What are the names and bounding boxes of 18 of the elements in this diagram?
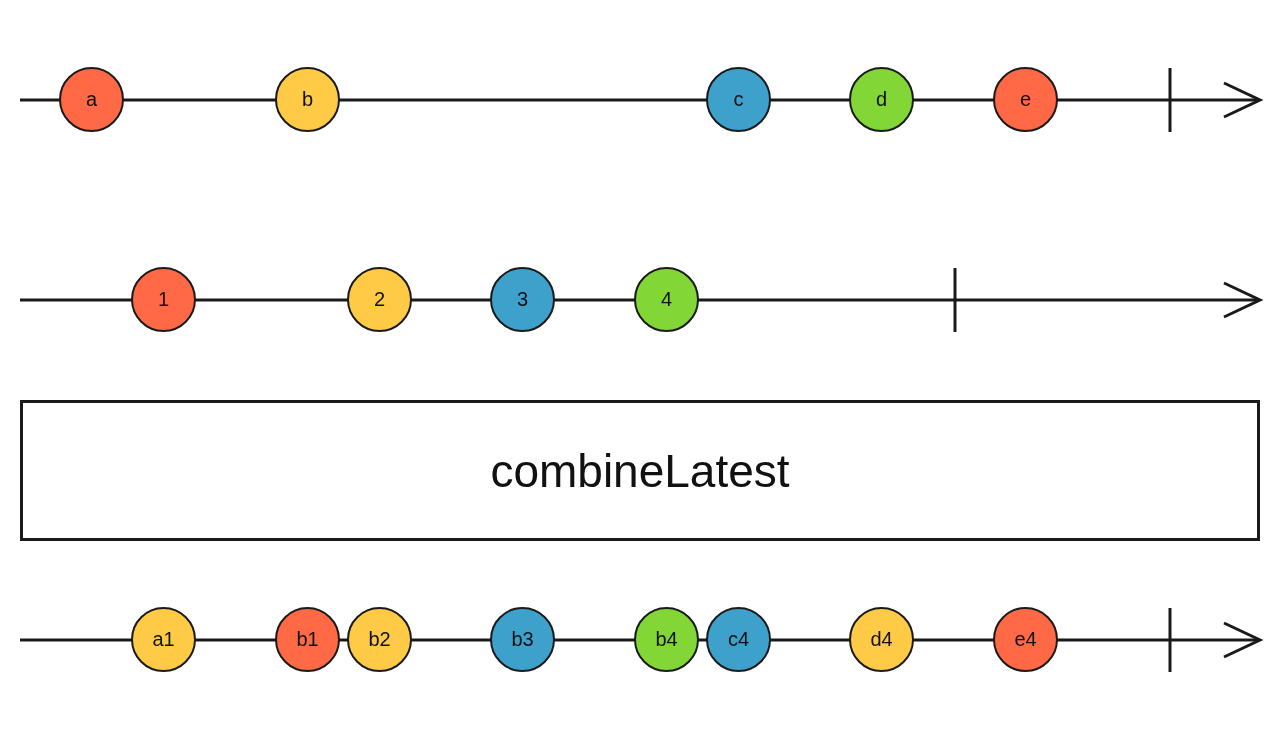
marble: e4 (993, 607, 1058, 672)
marble: b3 (490, 607, 555, 672)
marble: 4 (634, 267, 699, 332)
marble: 3 (490, 267, 555, 332)
marble: b (275, 67, 340, 132)
marble: c4 (706, 607, 771, 672)
marble: 1 (131, 267, 196, 332)
marble: a1 (131, 607, 196, 672)
marble: b1 (275, 607, 340, 672)
marble: b2 (347, 607, 412, 672)
marble: c (706, 67, 771, 132)
marble: e (993, 67, 1058, 132)
marble: b4 (634, 607, 699, 672)
marble: a (59, 67, 124, 132)
operator-box: combineLatest (20, 400, 1260, 541)
marble: d4 (849, 607, 914, 672)
marble: 2 (347, 267, 412, 332)
marble: d (849, 67, 914, 132)
